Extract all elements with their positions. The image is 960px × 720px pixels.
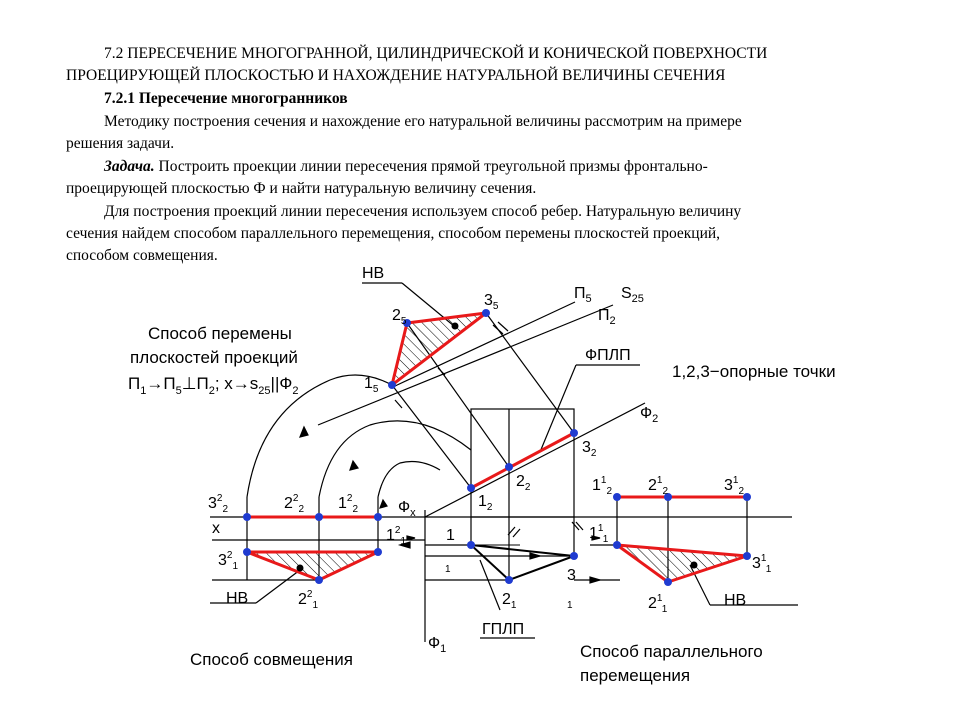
paragraph-3-line-3: способом совмещения. xyxy=(66,247,218,264)
svg-text:12: 12 xyxy=(478,493,493,513)
svg-text:222: 222 xyxy=(284,493,304,515)
svg-text:1: 1 xyxy=(445,564,451,575)
paragraph-1-line-2: решения задачи. xyxy=(66,135,175,152)
heading-line-1: 7.2 ПЕРЕСЕЧЕНИЕ МНОГОГРАННОЙ, ЦИЛИНДРИЧЕ… xyxy=(104,45,768,62)
svg-text:122: 122 xyxy=(338,493,358,515)
svg-text:221: 221 xyxy=(298,589,318,611)
task-line-2: проецирующей плоскостью Ф и найти натура… xyxy=(66,180,537,197)
svg-text:Фх: Фх xyxy=(398,499,416,519)
paragraph-3-line-2: сечения найдем способом параллельного пе… xyxy=(66,225,721,242)
label-fplp: ФПЛП xyxy=(585,347,631,364)
svg-text:321: 321 xyxy=(218,550,238,572)
svg-text:1: 1 xyxy=(446,527,455,544)
svg-text:212: 212 xyxy=(648,475,668,497)
svg-text:311: 311 xyxy=(752,553,772,575)
caption-method-combine: Способ совмещения xyxy=(190,650,354,669)
svg-text:312: 312 xyxy=(724,475,744,497)
section-shapes xyxy=(247,313,747,582)
subheading: 7.2.1 Пересечение многогранников xyxy=(104,90,348,107)
label-x-axis: x xyxy=(212,520,220,537)
label-nv-right: НВ xyxy=(724,592,746,609)
construction-lines xyxy=(210,282,798,642)
section-lines xyxy=(245,311,749,584)
svg-text:112: 112 xyxy=(592,475,612,497)
task-label: Задача. xyxy=(104,158,155,175)
svg-text:25: 25 xyxy=(392,307,407,327)
paragraph-1-line-1: Методику построения сечения и нахождение… xyxy=(104,113,742,130)
svg-text:3: 3 xyxy=(567,567,576,584)
svg-text:Ф2: Ф2 xyxy=(640,405,658,425)
task-text: Построить проекции линии пересечения пря… xyxy=(154,158,708,175)
caption-formula: П1→П5⊥П2; x→s25||Ф2 xyxy=(128,374,299,397)
points xyxy=(243,309,751,586)
caption-method-change-2: плоскостей проекций xyxy=(130,348,298,367)
svg-text:121: 121 xyxy=(386,525,406,547)
svg-text:S25: S25 xyxy=(621,285,644,305)
label-nv-top: НВ xyxy=(362,265,384,282)
caption-method-parallel-1: Способ параллельного xyxy=(580,642,763,661)
svg-text:111: 111 xyxy=(589,523,609,545)
paragraph-3-line-1: Для построения проекций линии пересечени… xyxy=(104,203,742,220)
task-line-1: Задача. Построить проекции линии пересеч… xyxy=(104,155,708,178)
caption-method-parallel-2: перемещения xyxy=(580,666,691,685)
svg-text:211: 211 xyxy=(648,593,668,615)
label-nv-left: НВ xyxy=(226,590,248,607)
diagram-labels: НВ ФПЛП ГПЛП НВ НВ x Фх Ф1 Ф2 П5 П2 S25 … xyxy=(208,265,772,655)
svg-text:32: 32 xyxy=(582,439,597,459)
svg-text:22: 22 xyxy=(516,473,531,493)
label-gplp: ГПЛП xyxy=(482,621,524,638)
svg-text:П5: П5 xyxy=(574,285,592,305)
svg-text:Ф1: Ф1 xyxy=(428,635,446,655)
svg-text:35: 35 xyxy=(484,292,499,312)
caption-reference-points: 1,2,3−опорные точки xyxy=(672,362,836,381)
svg-text:1: 1 xyxy=(567,600,573,611)
heading-line-2: ПРОЕЦИРУЮЩЕЙ ПЛОСКОСТЬЮ И НАХОЖДЕНИЕ НАТ… xyxy=(66,67,726,84)
svg-text:П2: П2 xyxy=(598,307,616,327)
svg-text:322: 322 xyxy=(208,493,228,515)
svg-text:21: 21 xyxy=(502,591,517,611)
caption-method-change-1: Способ перемены xyxy=(148,324,292,343)
